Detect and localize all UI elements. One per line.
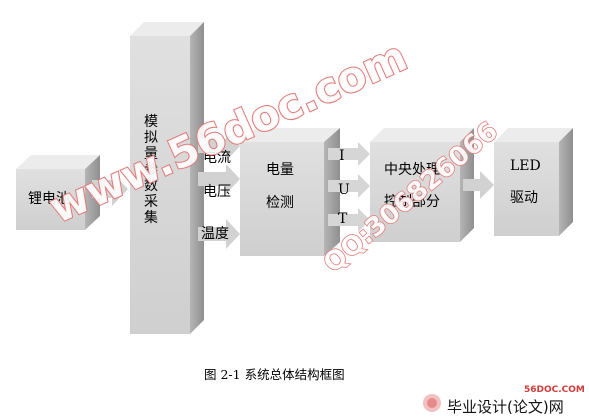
measure-label-line2: 检测 — [266, 195, 294, 211]
arrow-t — [328, 208, 370, 232]
logo-text: 毕业设计(论文)网 — [447, 398, 564, 416]
signal-voltage-label: 电压 — [203, 184, 231, 200]
led-block — [494, 128, 573, 236]
battery-block — [16, 155, 100, 230]
cpu-label-line2: 控制部分 — [384, 194, 440, 210]
led-label-line1: LED — [510, 158, 541, 174]
arrow-temperature — [198, 219, 240, 249]
arrow-i — [328, 142, 370, 166]
arrow-battery-to-sampling — [92, 172, 128, 206]
battery-label: 锂电池 — [28, 191, 70, 207]
figure-caption: 图 2-1 系统总体结构框图 — [204, 367, 345, 382]
led-label-line2: 驱动 — [510, 190, 538, 206]
sampling-block — [130, 22, 204, 334]
signal-t-label: T — [338, 211, 348, 227]
cpu-label-line1: 中央处理 — [384, 162, 440, 178]
arrow-voltage — [198, 164, 240, 194]
signal-u-label: U — [338, 182, 350, 198]
measure-block — [240, 128, 340, 256]
sampling-label: 模拟量参数采集 — [144, 114, 158, 226]
logo-url: 56DOC.COM — [524, 385, 585, 395]
signal-temperature-label: 温度 — [201, 226, 229, 242]
signal-current-label: 电流 — [203, 150, 231, 166]
signal-i-label: I — [339, 148, 345, 164]
arrow-u — [328, 174, 370, 198]
logo-mark — [423, 394, 441, 412]
arrow-cpu-to-led — [463, 171, 494, 199]
arrow-current — [198, 131, 240, 161]
measure-label-line1: 电量 — [266, 162, 294, 178]
